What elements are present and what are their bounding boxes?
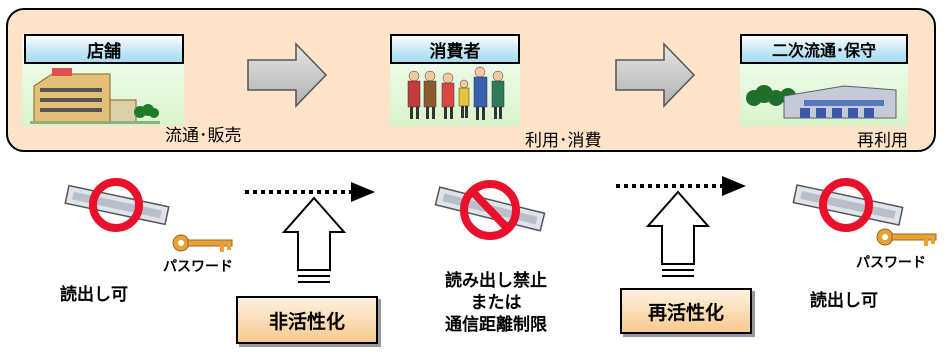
password-label-2: パスワード <box>856 255 926 271</box>
stage-title-consumer: 消費者 <box>390 34 520 64</box>
rfid-tag-3 <box>792 178 904 232</box>
state-prohibited: 読み出し禁止 または 通信距離制限 <box>422 270 570 336</box>
key-icon-2 <box>876 228 937 246</box>
stage-caption-secondary: 再利用 <box>857 131 908 151</box>
store-illustration <box>30 68 160 124</box>
dotted-arrow-1 <box>245 182 375 202</box>
prohibit-line-1: 読み出し禁止 <box>445 271 547 291</box>
up-arrow-1 <box>282 196 346 283</box>
stage-caption-consumer: 利用･消費 <box>525 131 602 151</box>
prohibit-line-2: または <box>470 293 522 313</box>
rfid-tag-1 <box>64 178 170 232</box>
prohibit-icon <box>460 180 520 240</box>
password-label-1: パスワード <box>163 259 233 275</box>
stage-title-secondary: 二次流通･保守 <box>740 34 908 64</box>
restrict-ring-icon <box>89 178 143 232</box>
prohibit-line-3: 通信距離制限 <box>445 315 547 335</box>
deactivate-box: 非活性化 <box>236 296 378 344</box>
state-readable-1: 読出し可 <box>60 285 128 305</box>
stage-caption-store: 流通･販売 <box>165 126 242 146</box>
flow-arrow-2 <box>615 42 696 108</box>
dotted-arrow-2 <box>616 176 746 196</box>
rfid-tag-2 <box>434 180 546 240</box>
flow-arrow-1 <box>247 42 328 108</box>
warehouse-illustration <box>746 85 897 119</box>
key-icon <box>172 234 233 252</box>
restrict-ring-icon-2 <box>819 178 873 232</box>
reactivate-box: 再活性化 <box>620 288 752 334</box>
up-arrow-2 <box>646 190 710 277</box>
state-readable-2: 読出し可 <box>810 291 878 311</box>
stage-title-store: 店舗 <box>24 34 184 64</box>
family-illustration <box>407 66 505 120</box>
